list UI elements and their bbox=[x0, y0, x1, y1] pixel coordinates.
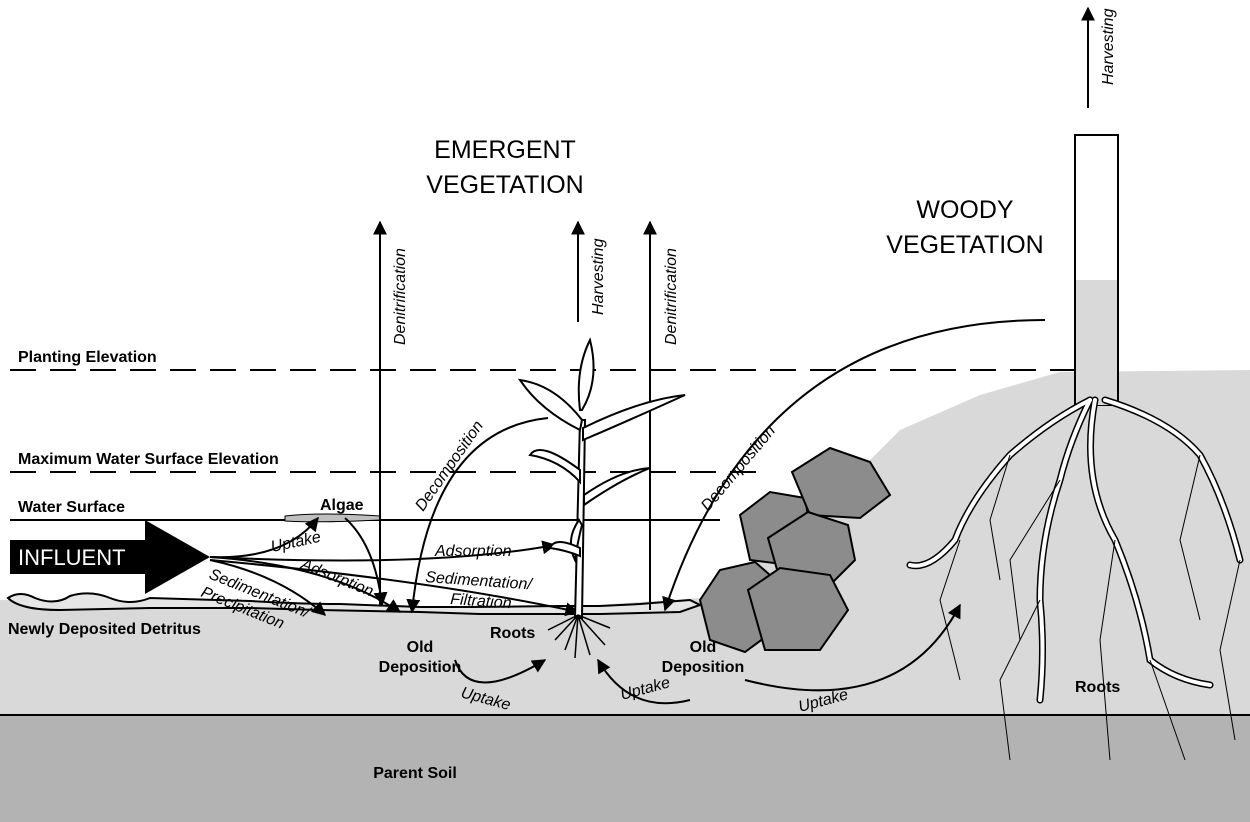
adsorption-label-1: Adsorption bbox=[298, 556, 376, 601]
denitrification-label-left: Denitrification bbox=[392, 248, 409, 345]
parent-soil-layer bbox=[0, 715, 1250, 822]
roots-label-emergent: Roots bbox=[490, 625, 535, 642]
adsorption-label-2: Adsorption bbox=[434, 543, 512, 560]
woody-vegetation-heading-line2: VEGETATION bbox=[886, 231, 1043, 259]
emergent-vegetation-heading-line1: EMERGENT bbox=[434, 136, 576, 164]
parent-soil-label: Parent Soil bbox=[373, 765, 457, 782]
denitrification-label-right: Denitrification bbox=[663, 248, 680, 345]
old-deposition-label-left-line1: Old bbox=[407, 639, 434, 656]
old-deposition-label-left-line2: Deposition bbox=[379, 659, 462, 676]
uptake-label-algae: Uptake bbox=[269, 529, 322, 556]
planting-elevation-label: Planting Elevation bbox=[18, 349, 157, 366]
newly-deposited-detritus-label: Newly Deposited Detritus bbox=[8, 621, 201, 638]
algae-mat bbox=[285, 514, 380, 522]
harvesting-label-woody: Harvesting bbox=[1100, 8, 1117, 85]
algae-label: Algae bbox=[320, 497, 364, 514]
woody-tree-trunk bbox=[1075, 135, 1118, 405]
water-surface-label: Water Surface bbox=[18, 499, 125, 516]
sedimentation-filtration-label-line1: Sedimentation/ bbox=[425, 569, 534, 594]
max-water-surface-label: Maximum Water Surface Elevation bbox=[18, 451, 279, 468]
decomposition-label-left: Decomposition bbox=[412, 418, 487, 515]
emergent-vegetation-heading-line2: VEGETATION bbox=[426, 171, 583, 199]
harvesting-label-emergent: Harvesting bbox=[590, 238, 607, 315]
influent-label: INFLUENT bbox=[18, 545, 126, 570]
emergent-plant-illustration bbox=[520, 340, 685, 618]
old-deposition-label-right-line2: Deposition bbox=[662, 659, 745, 676]
old-deposition-label-right-line1: Old bbox=[690, 639, 717, 656]
roots-label-woody: Roots bbox=[1075, 679, 1120, 696]
woody-vegetation-heading-line1: WOODY bbox=[916, 196, 1014, 224]
